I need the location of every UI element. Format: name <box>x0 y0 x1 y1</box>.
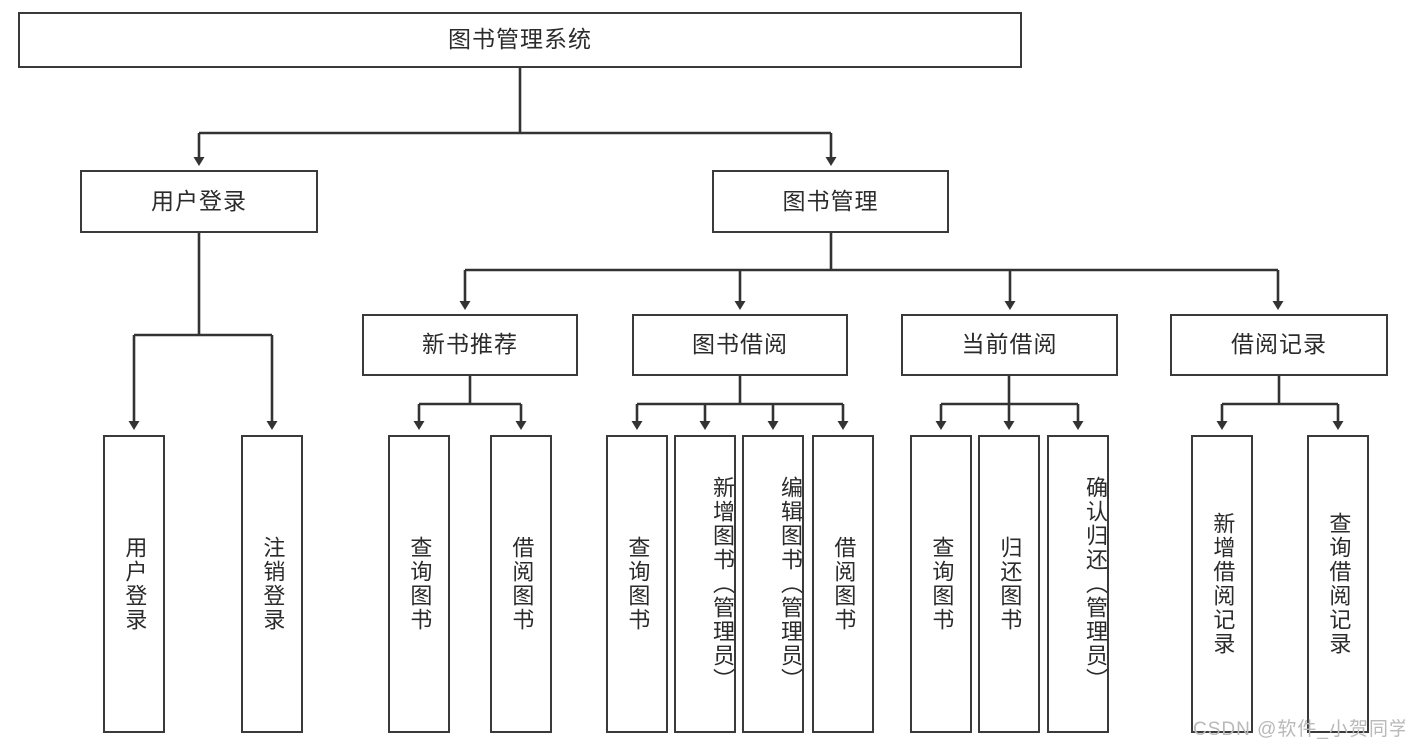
node-label: 图书管理系统 <box>448 26 592 53</box>
leaf-current-confirm-return-admin[interactable]: 确认归还（管理员） <box>1047 435 1109 733</box>
leaf-record-query-borrow-record[interactable]: 查询借阅记录 <box>1307 435 1369 733</box>
leaf-recommend-borrow-book[interactable]: 借阅图书 <box>490 435 552 733</box>
node-label: 新书推荐 <box>422 331 518 358</box>
leaf-borrow-add-book-admin[interactable]: 新增图书（管理员） <box>674 435 736 733</box>
node-new-book-recommend[interactable]: 新书推荐 <box>362 314 578 376</box>
leaf-user-login-signin[interactable]: 用户登录 <box>103 435 165 733</box>
leaf-borrow-borrow-book[interactable]: 借阅图书 <box>812 435 874 733</box>
leaf-recommend-query-book[interactable]: 查询图书 <box>388 435 450 733</box>
node-label: 用户登录 <box>122 536 148 632</box>
node-label: 借阅记录 <box>1231 331 1327 358</box>
leaf-current-query-book[interactable]: 查询图书 <box>910 435 972 733</box>
node-label: 借阅图书 <box>509 536 535 632</box>
node-label: 新增借阅记录 <box>1210 512 1236 656</box>
node-label: 新增图书（管理员） <box>710 476 735 692</box>
leaf-borrow-edit-book-admin[interactable]: 编辑图书（管理员） <box>742 435 804 733</box>
node-label: 查询图书 <box>407 536 433 632</box>
node-label: 查询借阅记录 <box>1326 512 1352 656</box>
node-label: 图书管理 <box>782 187 879 214</box>
csdn-watermark: CSDN @软件_小贺同学 <box>1193 719 1405 740</box>
node-current-borrow[interactable]: 当前借阅 <box>901 314 1118 376</box>
leaf-current-return-book[interactable]: 归还图书 <box>978 435 1040 733</box>
node-label: 用户登录 <box>151 187 247 214</box>
node-label: 归还图书 <box>997 536 1023 632</box>
node-label: 图书借阅 <box>692 331 788 358</box>
leaf-user-login-signout[interactable]: 注销登录 <box>241 435 303 733</box>
node-label: 查询图书 <box>625 536 651 632</box>
node-root-book-management-system[interactable]: 图书管理系统 <box>18 12 1022 68</box>
node-label: 编辑图书（管理员） <box>778 476 803 692</box>
node-label: 查询图书 <box>929 536 955 632</box>
node-user-login[interactable]: 用户登录 <box>80 170 318 233</box>
node-book-management[interactable]: 图书管理 <box>712 170 949 233</box>
leaf-record-add-borrow-record[interactable]: 新增借阅记录 <box>1191 435 1253 733</box>
node-label: 确认归还（管理员） <box>1083 476 1108 692</box>
node-label: 当前借阅 <box>961 331 1058 358</box>
leaf-borrow-query-book[interactable]: 查询图书 <box>606 435 668 733</box>
node-label: 借阅图书 <box>831 536 857 632</box>
node-book-borrow[interactable]: 图书借阅 <box>632 314 848 376</box>
node-label: 注销登录 <box>260 536 286 632</box>
node-borrow-record[interactable]: 借阅记录 <box>1170 314 1388 376</box>
